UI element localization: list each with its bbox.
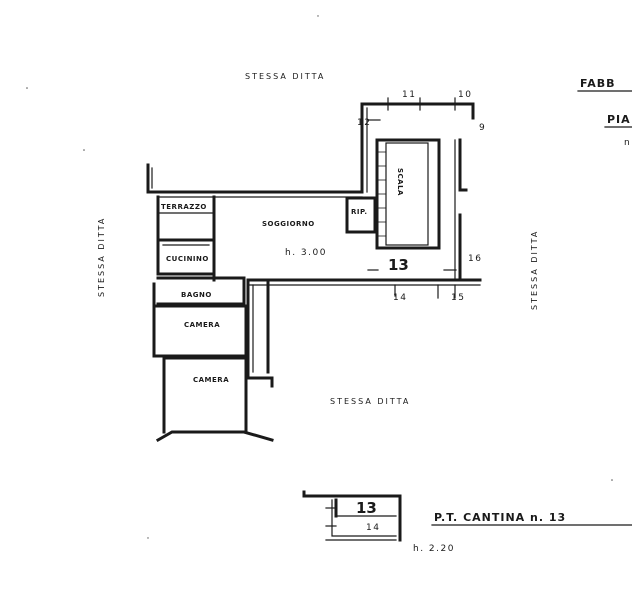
room-closet-label: RIP.: [351, 208, 368, 216]
header-corner-mid: PIA: [607, 113, 631, 126]
cellar-inset: [302, 490, 402, 542]
boundary-10: 10: [458, 90, 472, 100]
cellar-title: P.T. CANTINA n. 13: [434, 511, 566, 524]
room-bedroom-2-label: CAMERA: [193, 376, 229, 384]
surround-left-label: STESSA DITTA: [97, 217, 106, 297]
cellar-number-label: 13: [356, 499, 377, 517]
header-corner-small: n: [624, 138, 631, 148]
boundary-ticks: [367, 97, 457, 271]
surround-bottom-label: STESSA DITTA: [330, 397, 410, 406]
boundary-14: 14: [393, 293, 407, 303]
boundary-15: 15: [451, 293, 465, 303]
boundary-9: 9: [479, 123, 486, 133]
header-corner-top: FABB: [580, 77, 616, 90]
scan-specks: [26, 15, 613, 539]
stair-treads: [376, 151, 387, 237]
boundary-12: 12: [357, 118, 371, 128]
cellar-neighbor-label: 14: [366, 523, 380, 533]
surround-top-label: STESSA DITTA: [245, 72, 325, 81]
room-terrace-label: TERRAZZO: [161, 203, 207, 211]
boundary-16: 16: [468, 254, 482, 264]
unit-number-label: 13: [388, 256, 409, 274]
room-bathroom-label: BAGNO: [181, 291, 212, 299]
boundary-11: 11: [402, 90, 416, 100]
height-main-label: h. 3.00: [285, 248, 327, 258]
surround-right-label: STESSA DITTA: [530, 230, 539, 310]
room-bedroom-1-label: CAMERA: [184, 321, 220, 329]
room-kitchenette-label: CUCININO: [166, 255, 209, 263]
cellar-height-label: h. 2.20: [413, 544, 455, 554]
room-stairs-label: SCALA: [396, 168, 404, 196]
room-living-label: SOGGIORNO: [262, 220, 315, 228]
apartment-walls: [146, 102, 482, 443]
